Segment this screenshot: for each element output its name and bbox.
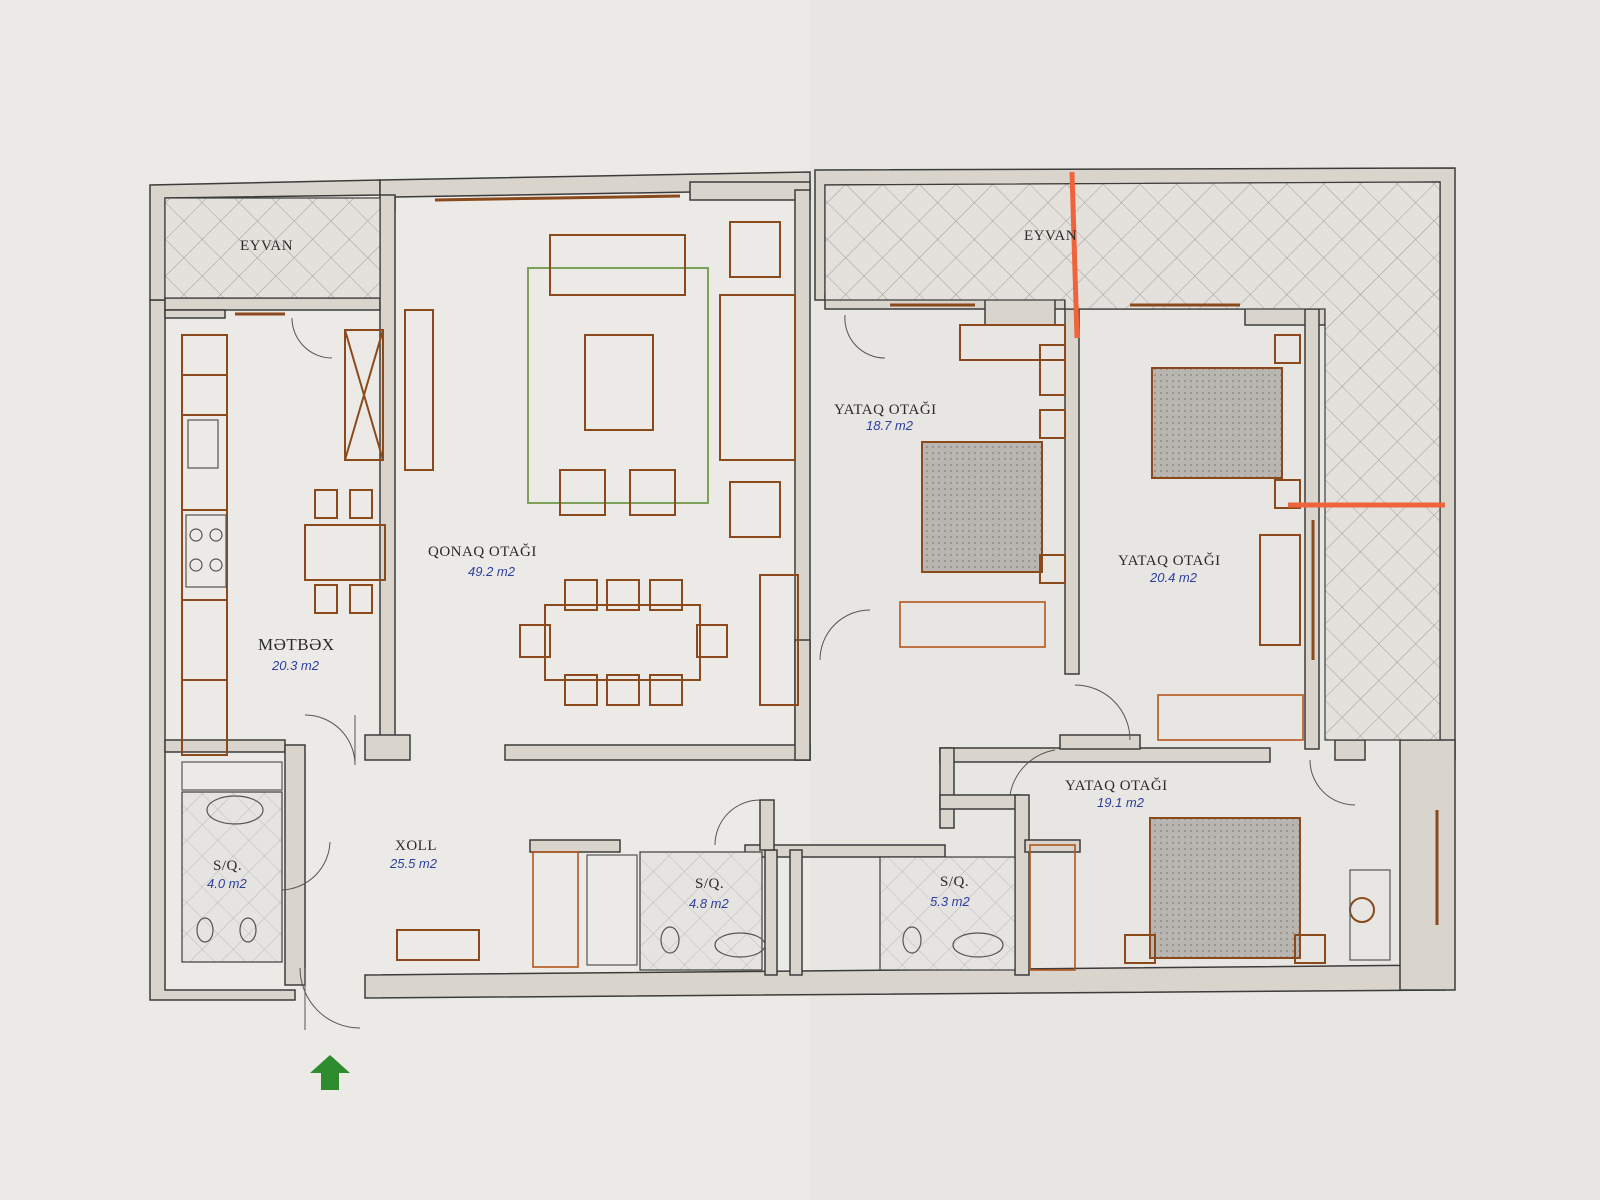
room-area: 4.8 m2	[689, 896, 730, 911]
room-area: 19.1 m2	[1097, 795, 1145, 810]
windows	[235, 194, 1439, 925]
room-area: 18.7 m2	[866, 418, 914, 433]
room-name: S/Q.	[695, 876, 724, 892]
bedroom1-furniture	[899, 324, 1066, 648]
room-name: XOLL	[395, 838, 437, 854]
room-name: S/Q.	[213, 858, 242, 874]
balcony-hatch	[164, 181, 1441, 741]
room-area: 25.5 m2	[389, 856, 438, 871]
room-name: S/Q.	[940, 874, 969, 890]
room-name: YATAQ OTAĞI	[1118, 552, 1221, 569]
bedroom2-furniture	[1151, 334, 1304, 741]
room-name: QONAQ OTAĞI	[428, 543, 537, 560]
room-area: 4.0 m2	[207, 876, 248, 891]
right-balcony-floor	[824, 181, 1441, 741]
kitchen-furniture	[181, 329, 386, 756]
room-area: 5.3 m2	[930, 894, 971, 909]
markup-lines	[1069, 171, 1445, 508]
room-area: 20.3 m2	[271, 658, 320, 673]
bedroom3-furniture	[1029, 817, 1391, 971]
room-name: YATAQ OTAĞI	[834, 401, 937, 418]
doors	[281, 314, 1356, 1030]
living-furniture	[404, 221, 799, 706]
room-area: 20.4 m2	[1149, 570, 1198, 585]
bathroom-tiles	[181, 791, 1016, 971]
room-name: MƏTBƏX	[258, 635, 335, 654]
room-name: YATAQ OTAĞI	[1065, 777, 1168, 794]
room-labels: EYVAN EYVAN QONAQ OTAĞI 49.2 m2 MƏTBƏX 2…	[207, 228, 1221, 911]
room-name: EYVAN	[240, 238, 293, 254]
room-area: 49.2 m2	[468, 564, 516, 579]
hall-bath-furniture	[181, 761, 1004, 968]
room-name: EYVAN	[1024, 228, 1077, 244]
entrance-arrow-icon	[310, 1055, 350, 1090]
left-balcony-floor	[164, 197, 381, 299]
